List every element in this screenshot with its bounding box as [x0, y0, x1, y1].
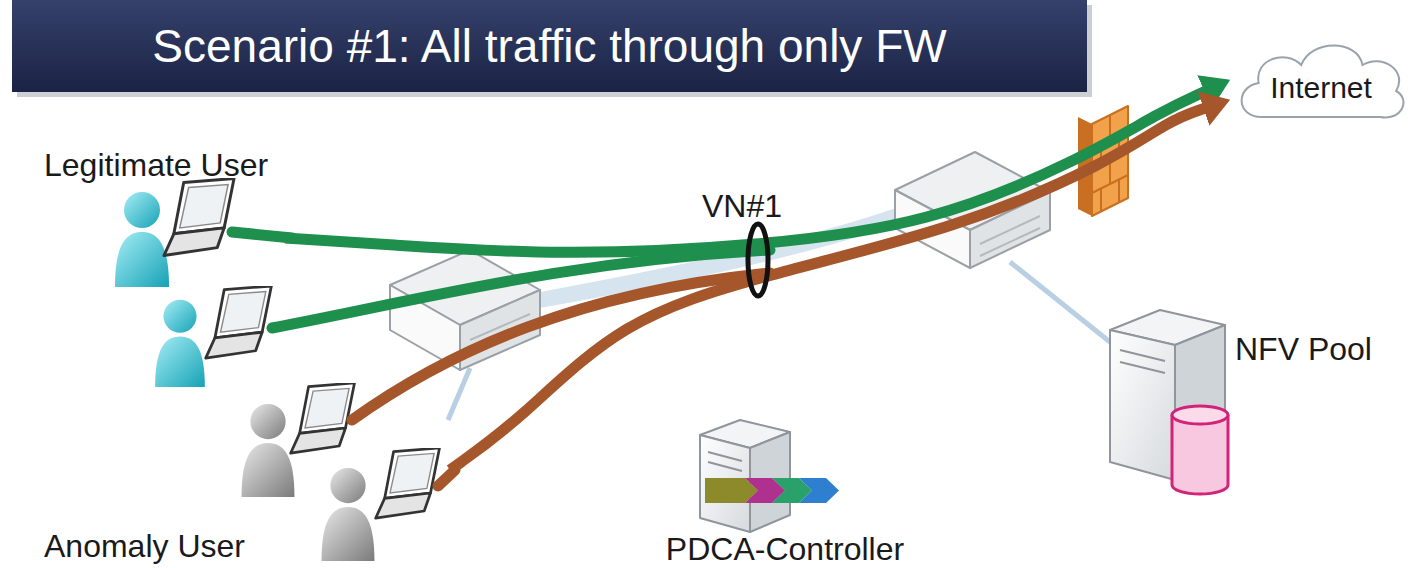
slide-title: Scenario #1: All traffic through only FW	[152, 21, 946, 72]
server-slot	[1120, 350, 1165, 373]
title-banner	[12, 0, 1087, 92]
user-group: Anomaly User	[40, 380, 450, 565]
chevron	[799, 478, 839, 503]
group-label: Anomaly User	[44, 528, 245, 565]
traffic-flow-arrow	[285, 91, 1207, 253]
user-icon	[242, 404, 295, 497]
laptop-icon	[206, 286, 272, 358]
server-icon	[700, 420, 790, 532]
link-wire	[448, 368, 470, 420]
traffic-flow-arrow	[450, 108, 1205, 470]
controller-server: PDCA-Controller	[640, 415, 930, 567]
user-group: Legitimate User	[40, 145, 285, 380]
laptop-icon	[376, 448, 440, 518]
storage-cylinder	[1172, 406, 1228, 494]
user-icon	[115, 192, 169, 287]
server-label: NFV Pool	[1235, 331, 1372, 368]
cylinder-body	[1172, 415, 1228, 494]
flow-tail	[232, 232, 292, 238]
group-label: Legitimate User	[44, 147, 268, 184]
laptop-icon	[291, 383, 355, 453]
pdca-cycle-chevrons	[705, 478, 839, 503]
internet-cloud: Internet	[1232, 35, 1410, 130]
cylinder-top	[1172, 406, 1228, 424]
switch-port	[980, 216, 1040, 256]
server-face	[1110, 330, 1175, 480]
laptop-icon	[164, 179, 234, 256]
nfv-server: NFV Pool	[1095, 305, 1410, 495]
server-slot	[708, 452, 742, 471]
cloud-shape	[1242, 46, 1404, 118]
virtual-network-ring	[748, 224, 768, 296]
user-icon	[155, 300, 205, 387]
network-label: VN#1	[702, 188, 782, 225]
flow-tail	[272, 250, 770, 328]
cloud-label: Internet	[1270, 71, 1372, 106]
user-icon	[322, 468, 375, 561]
title-holder: Scenario #1: All traffic through only FW	[12, 0, 1087, 92]
server-label: PDCA-Controller	[666, 531, 904, 568]
connector-group	[285, 91, 1207, 470]
switch-icon	[895, 152, 1050, 268]
